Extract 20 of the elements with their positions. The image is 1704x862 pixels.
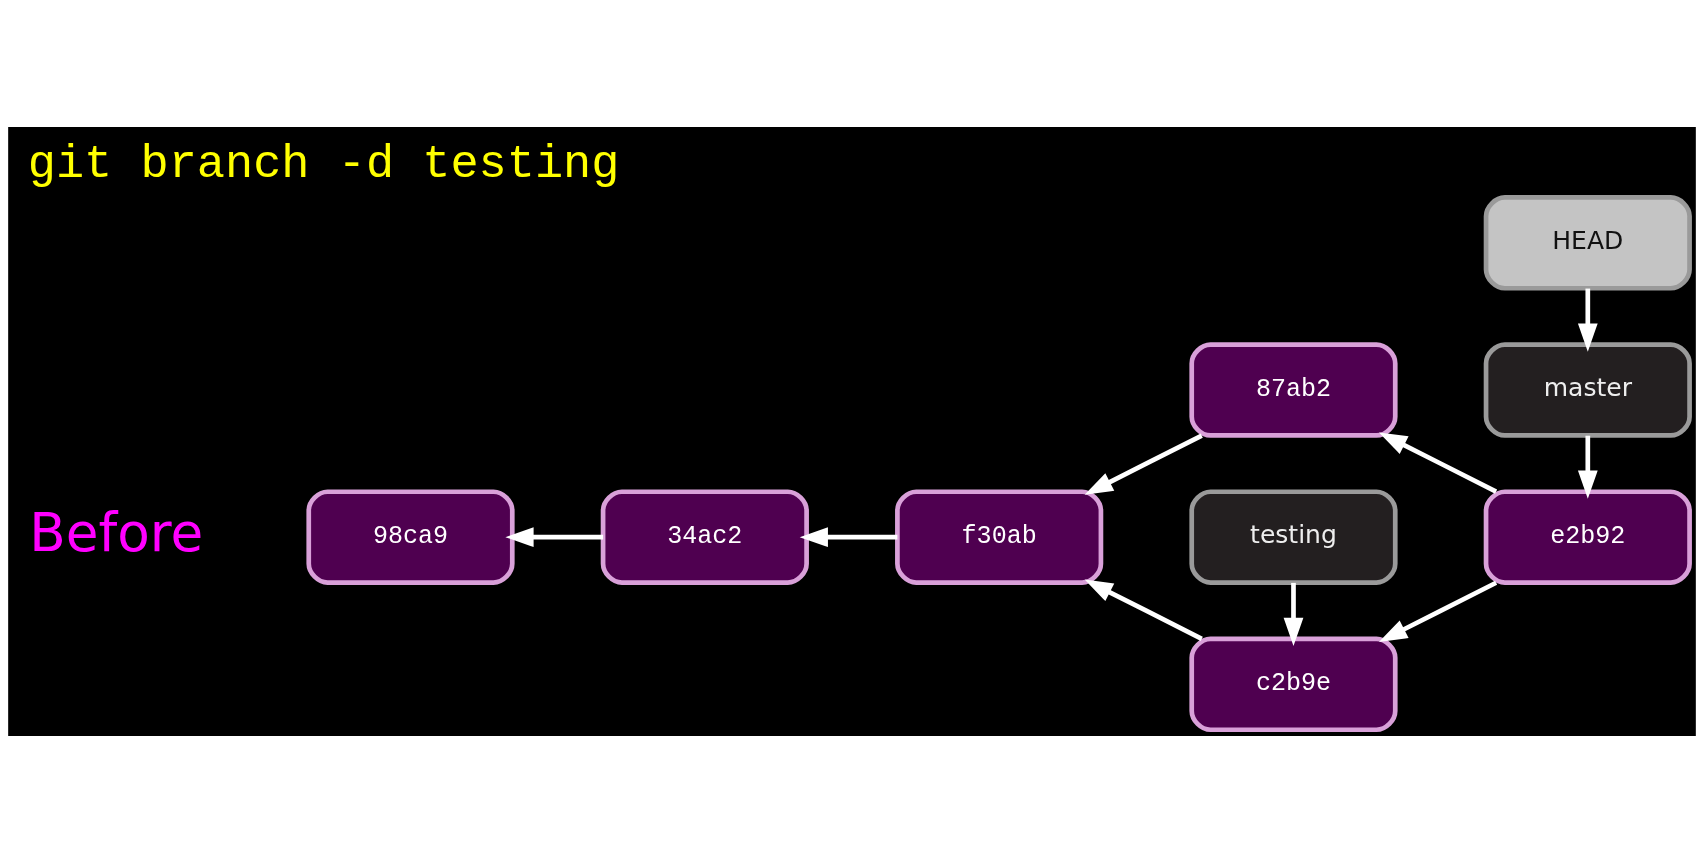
arrow	[505, 526, 604, 547]
arrow	[1577, 435, 1598, 499]
node-box: f30ab	[895, 488, 1104, 585]
arrow	[1283, 582, 1304, 646]
arrow	[799, 526, 898, 547]
node-box: testing	[1189, 488, 1398, 585]
arrow	[1378, 431, 1498, 494]
diagram-title: git branch -d testing	[27, 137, 620, 191]
arrow	[1378, 580, 1498, 642]
node-box: HEAD	[1483, 194, 1692, 291]
node-box: master	[1483, 341, 1692, 438]
arrow	[1084, 579, 1203, 641]
arrow	[1577, 288, 1598, 352]
label: Before	[29, 501, 204, 564]
arrow	[1084, 432, 1203, 495]
node-box: c2b9e	[1189, 636, 1398, 732]
node-box: 98ca9	[306, 488, 515, 585]
node-box: 34ac2	[600, 488, 809, 585]
node-box: 87ab2	[1189, 341, 1398, 438]
node-box: e2b92	[1483, 488, 1692, 585]
